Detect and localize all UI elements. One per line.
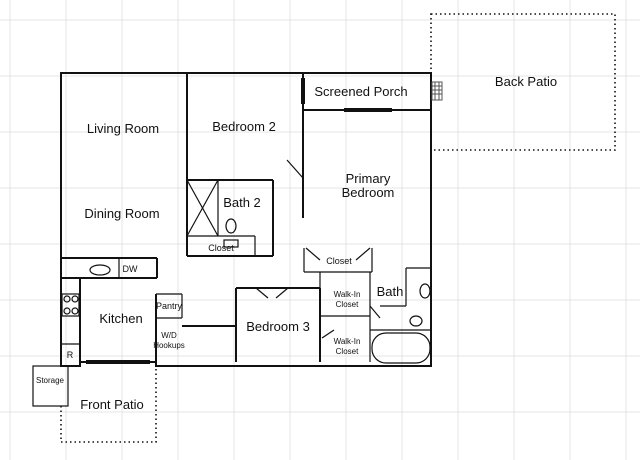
kitchen-label: Kitchen (99, 311, 142, 326)
storage-label: Storage (36, 376, 65, 385)
toilet-icon-primary (409, 315, 423, 327)
walkin-closet-2-label-line1: Walk-In (334, 337, 361, 346)
door-swings (255, 159, 381, 339)
bathtub-icon (371, 332, 431, 364)
dw-label: DW (123, 264, 138, 274)
stove-icon (61, 293, 80, 317)
closet-primary-label: Closet (326, 256, 352, 266)
pantry-label: Pantry (156, 301, 183, 311)
screened-porch-label: Screened Porch (314, 84, 407, 99)
primary-bedroom-label-line2: Bedroom (342, 185, 395, 200)
walkin-closet-2-label-line2: Closet (336, 347, 359, 356)
walkin-closet-1-label-line1: Walk-In (334, 290, 361, 299)
bath-2-label: Bath 2 (223, 195, 261, 210)
bedroom-2-label: Bedroom 2 (212, 119, 276, 134)
porch-vent-icon (431, 81, 443, 101)
front-patio-outline (60, 366, 157, 443)
walkin-closet-1-label-line2: Closet (336, 300, 359, 309)
r-label: R (67, 350, 74, 360)
back-patio-label: Back Patio (495, 74, 557, 89)
primary-bedroom-label-line1: Primary (346, 171, 391, 186)
storage-box (32, 365, 69, 407)
front-patio-label: Front Patio (80, 397, 144, 412)
wd-label-line1: W/D (161, 331, 177, 340)
toilet-icon (223, 218, 239, 248)
shower-icon (186, 179, 219, 237)
wd-label-line2: Hookups (153, 341, 185, 350)
kitchen-sink-icon (89, 264, 111, 276)
living-room-label: Living Room (87, 121, 159, 136)
bath-label: Bath (377, 284, 404, 299)
dining-room-label: Dining Room (84, 206, 159, 221)
sink-icon-1 (419, 283, 431, 299)
closet-bath2-label: Closet (208, 243, 234, 253)
bedroom-3-label: Bedroom 3 (246, 319, 310, 334)
